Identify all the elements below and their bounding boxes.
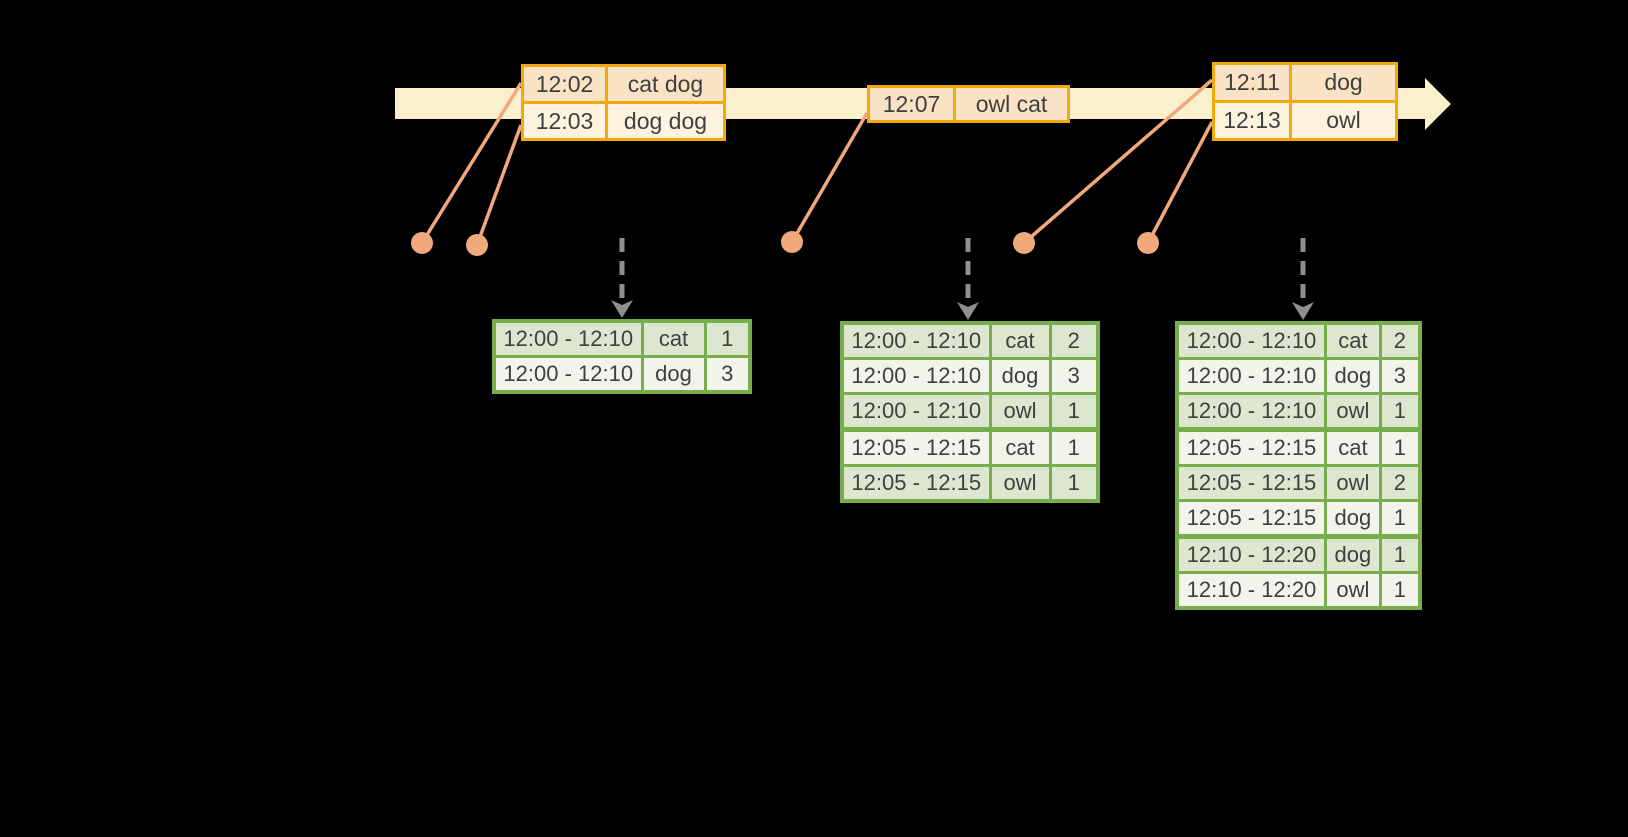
table-row: 12:05 - 12:15 cat 1 xyxy=(840,427,1100,467)
table-row: 12:00 - 12:10 dog 3 xyxy=(840,357,1100,395)
event-connector-line xyxy=(1022,78,1214,245)
event-words-cell: dog dog xyxy=(605,101,726,141)
table-row: 12:00 - 12:10 cat 1 xyxy=(492,319,752,358)
word-cell: cat xyxy=(1323,321,1382,360)
window-cell: 12:10 - 12:20 xyxy=(1175,571,1327,610)
word-cell: owl xyxy=(1323,392,1382,431)
event-table-1211: 12:11 dog 12:13 owl xyxy=(1212,62,1398,141)
result-table-2: 12:00 - 12:10 cat 2 12:00 - 12:10 dog 3 … xyxy=(840,321,1100,503)
event-table-1202: 12:02 cat dog 12:03 dog dog xyxy=(521,64,726,141)
count-cell: 1 xyxy=(1048,392,1100,431)
table-row: 12:00 - 12:10 owl 1 xyxy=(1175,392,1422,431)
window-cell: 12:00 - 12:10 xyxy=(492,355,644,394)
event-time-cell: 12:03 xyxy=(521,101,608,141)
table-row: 12:13 owl xyxy=(1212,100,1398,141)
table-row: 12:05 - 12:15 cat 1 xyxy=(1175,427,1422,467)
event-dot xyxy=(411,232,433,254)
count-cell: 2 xyxy=(1378,321,1422,360)
window-cell: 12:00 - 12:10 xyxy=(492,319,644,358)
count-cell: 1 xyxy=(1378,499,1422,538)
window-cell: 12:05 - 12:15 xyxy=(840,464,992,503)
event-time-cell: 12:02 xyxy=(521,64,608,104)
event-connector-line xyxy=(790,112,869,243)
count-cell: 1 xyxy=(1378,427,1422,467)
window-cell: 12:05 - 12:15 xyxy=(1175,427,1327,467)
event-dot xyxy=(466,234,488,256)
window-cell: 12:00 - 12:10 xyxy=(1175,357,1327,395)
event-words-cell: dog xyxy=(1289,62,1398,103)
window-cell: 12:00 - 12:10 xyxy=(840,357,992,395)
window-cell: 12:00 - 12:10 xyxy=(840,392,992,431)
word-cell: dog xyxy=(1323,357,1382,395)
count-cell: 1 xyxy=(1048,464,1100,503)
event-words-cell: owl cat xyxy=(953,85,1070,123)
event-dot xyxy=(1013,232,1035,254)
count-cell: 1 xyxy=(1378,392,1422,431)
window-cell: 12:10 - 12:20 xyxy=(1175,534,1327,574)
table-row: 12:03 dog dog xyxy=(521,101,726,141)
word-cell: dog xyxy=(1323,534,1382,574)
word-cell: cat xyxy=(640,319,707,358)
event-connector-line xyxy=(420,82,523,244)
count-cell: 3 xyxy=(1378,357,1422,395)
result-table-1: 12:00 - 12:10 cat 1 12:00 - 12:10 dog 3 xyxy=(492,319,752,394)
word-cell: dog xyxy=(988,357,1052,395)
event-dot xyxy=(1137,232,1159,254)
count-cell: 1 xyxy=(1048,427,1100,467)
window-cell: 12:00 - 12:10 xyxy=(840,321,992,360)
timeline-arrowhead-icon xyxy=(1425,78,1451,130)
event-words-cell: cat dog xyxy=(605,64,726,104)
table-row: 12:10 - 12:20 dog 1 xyxy=(1175,534,1422,574)
table-row: 12:00 - 12:10 owl 1 xyxy=(840,392,1100,431)
window-cell: 12:05 - 12:15 xyxy=(1175,499,1327,538)
event-words-cell: owl xyxy=(1289,100,1398,141)
count-cell: 2 xyxy=(1378,464,1422,502)
word-cell: owl xyxy=(1323,571,1382,610)
table-row: 12:10 - 12:20 owl 1 xyxy=(1175,571,1422,610)
result-table-3: 12:00 - 12:10 cat 2 12:00 - 12:10 dog 3 … xyxy=(1175,321,1422,610)
event-time-cell: 12:13 xyxy=(1212,100,1292,141)
window-cell: 12:05 - 12:15 xyxy=(840,427,992,467)
word-cell: dog xyxy=(640,355,707,394)
trigger-down-arrow-icon xyxy=(611,238,633,318)
window-cell: 12:05 - 12:15 xyxy=(1175,464,1327,502)
window-cell: 12:00 - 12:10 xyxy=(1175,321,1327,360)
table-row: 12:07 owl cat xyxy=(867,85,1070,123)
word-cell: cat xyxy=(988,427,1052,467)
table-row: 12:11 dog xyxy=(1212,62,1398,103)
table-row: 12:00 - 12:10 dog 3 xyxy=(492,355,752,394)
table-row: 12:02 cat dog xyxy=(521,64,726,104)
table-row: 12:00 - 12:10 cat 2 xyxy=(840,321,1100,360)
trigger-down-arrow-icon xyxy=(957,238,979,320)
count-cell: 1 xyxy=(1378,534,1422,574)
event-connector-line xyxy=(475,124,523,246)
word-cell: cat xyxy=(1323,427,1382,467)
table-row: 12:05 - 12:15 dog 1 xyxy=(1175,499,1422,538)
word-cell: owl xyxy=(988,392,1052,431)
word-cell: dog xyxy=(1323,499,1382,538)
table-row: 12:05 - 12:15 owl 1 xyxy=(840,464,1100,503)
window-cell: 12:00 - 12:10 xyxy=(1175,392,1327,431)
event-dot xyxy=(781,231,803,253)
word-cell: cat xyxy=(988,321,1052,360)
word-cell: owl xyxy=(1323,464,1382,502)
count-cell: 3 xyxy=(703,355,752,394)
word-cell: owl xyxy=(988,464,1052,503)
event-time-cell: 12:11 xyxy=(1212,62,1292,103)
trigger-down-arrow-icon xyxy=(1292,238,1314,320)
count-cell: 3 xyxy=(1048,357,1100,395)
event-table-1207: 12:07 owl cat xyxy=(867,85,1070,123)
event-connector-line xyxy=(1146,121,1214,244)
count-cell: 1 xyxy=(1378,571,1422,610)
count-cell: 2 xyxy=(1048,321,1100,360)
event-time-cell: 12:07 xyxy=(867,85,956,123)
table-row: 12:00 - 12:10 cat 2 xyxy=(1175,321,1422,360)
count-cell: 1 xyxy=(703,319,752,358)
table-row: 12:05 - 12:15 owl 2 xyxy=(1175,464,1422,502)
table-row: 12:00 - 12:10 dog 3 xyxy=(1175,357,1422,395)
